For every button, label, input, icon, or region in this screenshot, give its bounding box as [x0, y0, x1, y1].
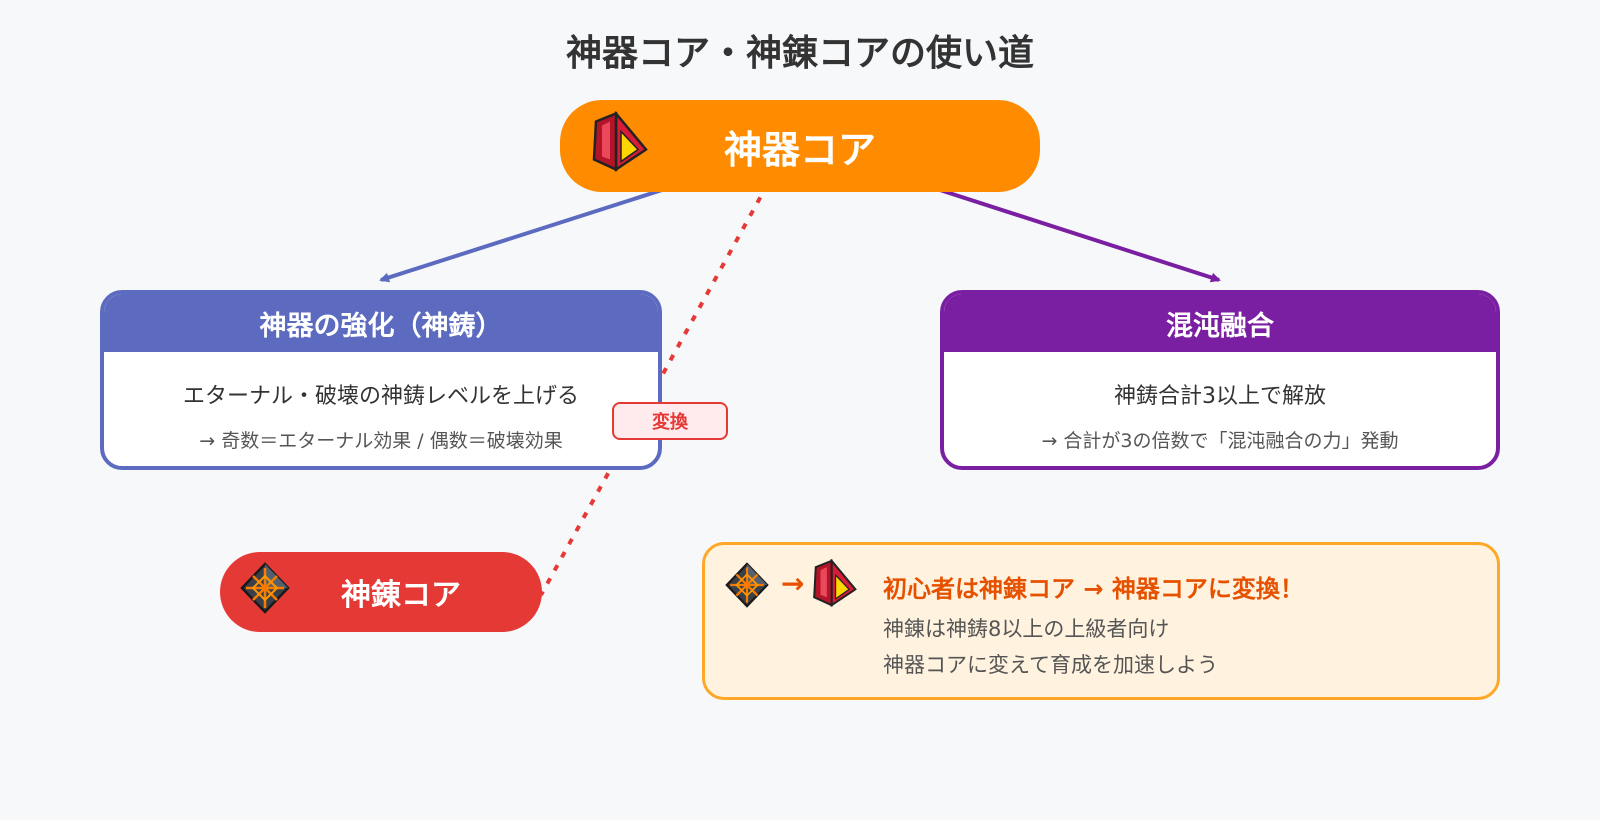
tip-title: 初心者は神錬コア → 神器コアに変換！ — [883, 575, 1304, 603]
refined-core-icon — [240, 562, 290, 622]
beginner-tip-box: → 初心者は神錬コア → 神器コアに変換！ 神錬は神鋳8以上の上級者向け 神器コ… — [702, 542, 1500, 700]
chaos-card-line2: → 合計が3の倍数で「混沌融合の力」発動 — [1041, 430, 1399, 452]
enhance-card-line2: → 奇数＝エターナル効果 / 偶数＝破壊効果 — [199, 430, 563, 452]
enhance-card-header: 神器の強化（神鋳） — [104, 294, 658, 352]
chaos-card-header: 混沌融合 — [944, 294, 1496, 352]
tip-line2: 神器コアに変えて育成を加速しよう — [883, 653, 1218, 677]
artifact-core-label: 神器コア — [723, 127, 876, 172]
chaos-fusion-card: 混沌融合 神鋳合計3以上で解放 → 合計が3の倍数で「混沌融合の力」発動 — [940, 290, 1500, 470]
refined-core-node: 神錬コア — [220, 552, 542, 632]
arrow-to-chaos — [939, 188, 1221, 283]
page-title: 神器コア・神錬コアの使い道 — [565, 33, 1034, 74]
tip-arrow: → — [781, 567, 805, 600]
tip-line1: 神錬は神鋳8以上の上級者向け — [883, 617, 1170, 641]
enhance-card: 神器の強化（神鋳） エターナル・破壊の神鋳レベルを上げる → 奇数＝エターナル効… — [100, 290, 662, 470]
chaos-card-line1: 神鋳合計3以上で解放 — [1114, 384, 1326, 409]
refined-core-label: 神錬コア — [341, 578, 461, 613]
artifact-core-icon — [811, 558, 857, 611]
artifact-core-icon — [590, 110, 648, 181]
refined-core-icon — [725, 561, 769, 613]
arrow-to-enhance — [379, 188, 663, 283]
convert-badge: 変換 — [612, 402, 728, 440]
enhance-card-line1: エターナル・破壊の神鋳レベルを上げる — [182, 384, 579, 409]
artifact-core-node: 神器コア — [560, 100, 1040, 192]
